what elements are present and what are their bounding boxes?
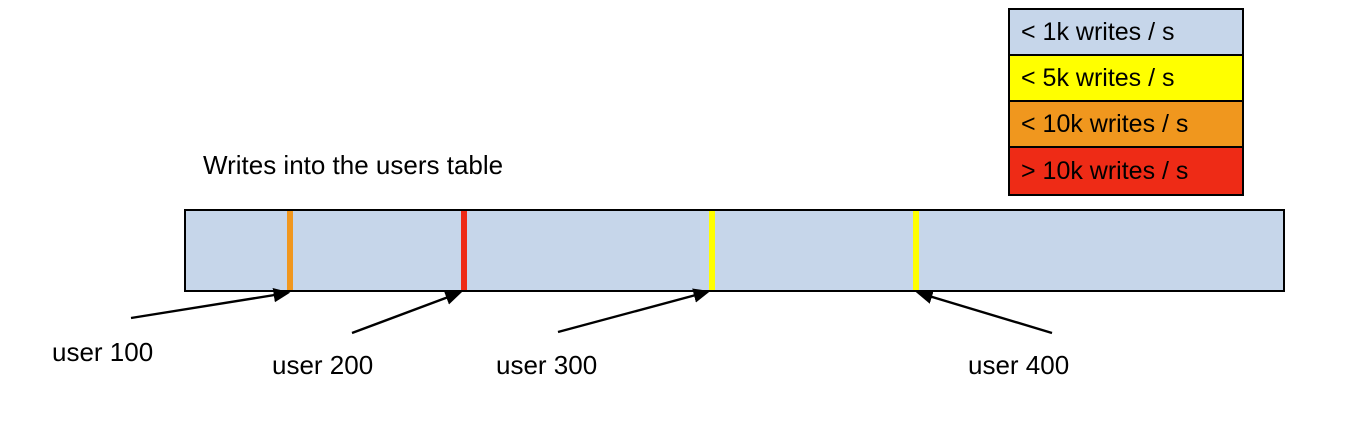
legend-label-over-10k: > 10k writes / s	[1021, 156, 1189, 185]
arrow-user-200	[351, 290, 463, 335]
annotation-label-user-400: user 400	[968, 350, 1070, 380]
annotation-label-user-300: user 300	[496, 350, 598, 380]
annotation-label-user-100: user 100	[52, 337, 154, 367]
arrow-user-300	[557, 288, 711, 334]
users-table-keyspace-band	[184, 209, 1285, 292]
arrow-user-100	[130, 288, 291, 320]
stripe-user-300	[709, 211, 715, 290]
legend-label-under-5k: < 5k writes / s	[1021, 63, 1175, 92]
stripe-user-400	[913, 211, 919, 290]
chart-title: Writes into the users table	[203, 150, 504, 180]
legend-row-under-5k: < 5k writes / s	[1010, 56, 1242, 102]
annotation-label-user-200: user 200	[272, 350, 374, 380]
stripe-user-200	[461, 211, 467, 290]
legend-label-under-10k: < 10k writes / s	[1021, 109, 1189, 138]
arrow-user-400	[915, 289, 1053, 335]
legend-row-over-10k: > 10k writes / s	[1010, 148, 1242, 194]
write-rate-legend: < 1k writes / s < 5k writes / s < 10k wr…	[1008, 8, 1244, 196]
legend-label-under-1k: < 1k writes / s	[1021, 17, 1175, 46]
legend-row-under-1k: < 1k writes / s	[1010, 10, 1242, 56]
legend-row-under-10k: < 10k writes / s	[1010, 102, 1242, 148]
stripe-user-100	[287, 211, 293, 290]
